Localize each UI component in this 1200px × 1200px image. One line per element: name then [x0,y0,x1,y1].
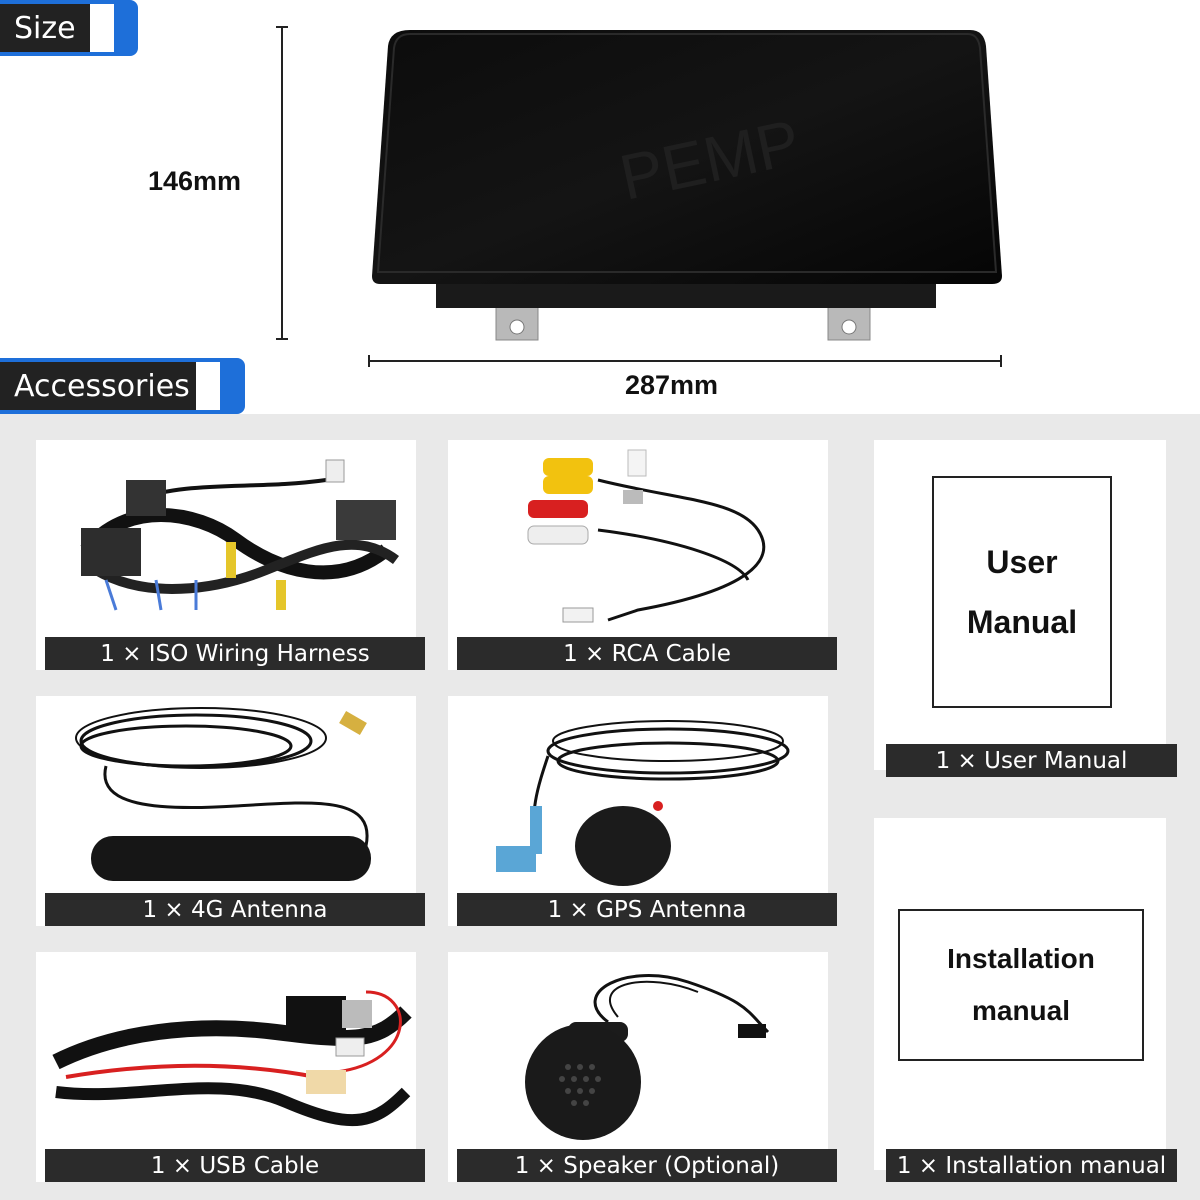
usb-cable-icon [52,990,412,1127]
gps-antenna-icon [496,720,790,886]
head-unit-image: PEMP [370,26,1002,346]
caption-installation-manual: 1 × Installation manual [886,1149,1177,1182]
accessory-card-4g-antenna [36,696,416,926]
caption-usb-cable: 1 × USB Cable [45,1149,425,1182]
caption-user-manual: 1 × User Manual [886,744,1177,777]
caption-speaker: 1 × Speaker (Optional) [457,1149,837,1182]
caption-gps-antenna: 1 × GPS Antenna [457,893,837,926]
user-manual-line1: User [986,544,1058,580]
accessories-section-tab: Accessories [0,358,245,414]
height-dimension-label: 146mm [148,166,242,196]
accessory-card-usb-cable [36,952,416,1182]
rca-cable-icon [527,449,766,623]
user-manual-document: User Manual [932,476,1112,708]
size-section-tab: Size [0,0,138,56]
accessory-card-iso-harness [36,440,416,670]
size-section-label: Size [0,4,90,52]
height-dimension-line [281,26,283,340]
caption-rca-cable: 1 × RCA Cable [457,637,837,670]
4g-antenna-icon [75,707,371,881]
accessory-card-speaker [448,952,828,1182]
caption-4g-antenna: 1 × 4G Antenna [45,893,425,926]
width-dimension-label: 287mm [625,370,719,400]
installation-manual-document: Installation manual [898,909,1144,1061]
accessories-section-label: Accessories [0,362,196,410]
width-dimension-line [368,360,1002,362]
speaker-icon [525,974,770,1140]
accessory-card-gps-antenna [448,696,828,926]
user-manual-line2: Manual [966,604,1078,640]
installation-manual-line1: Installation [947,943,1095,974]
installation-manual-line2: manual [971,995,1071,1026]
accessory-card-rca [448,440,828,670]
caption-iso-harness: 1 × ISO Wiring Harness [45,637,425,670]
iso-harness-icon [80,459,399,611]
